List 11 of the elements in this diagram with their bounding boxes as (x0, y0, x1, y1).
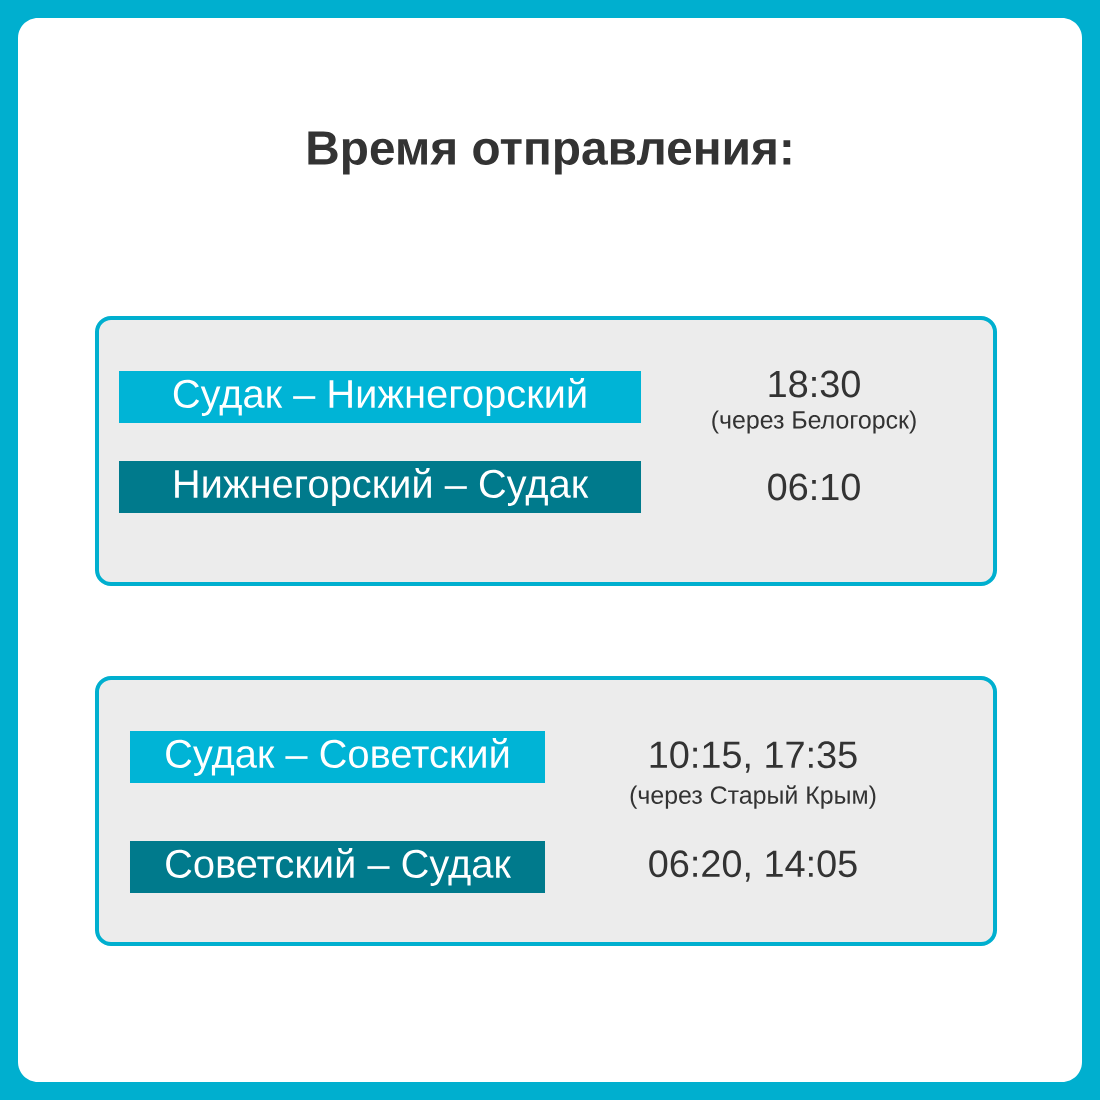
title: Время отправления: (308, 131, 791, 175)
route-label: Советский – Судак (130, 841, 545, 893)
departure-time: 06:20, 14:05 (649, 850, 857, 882)
departure-time: 18:30 (769, 370, 860, 398)
route-label: Нижнегорский – Судак (119, 461, 641, 513)
route-note: (через Старый Крым) (630, 785, 876, 809)
route-label: Судак – Нижнегорский (119, 371, 641, 423)
route-label: Судак – Советский (130, 731, 545, 783)
route-note: (через Белогорск) (712, 410, 916, 434)
departure-time: 06:10 (768, 473, 860, 501)
departure-time: 10:15, 17:35 (650, 741, 857, 773)
